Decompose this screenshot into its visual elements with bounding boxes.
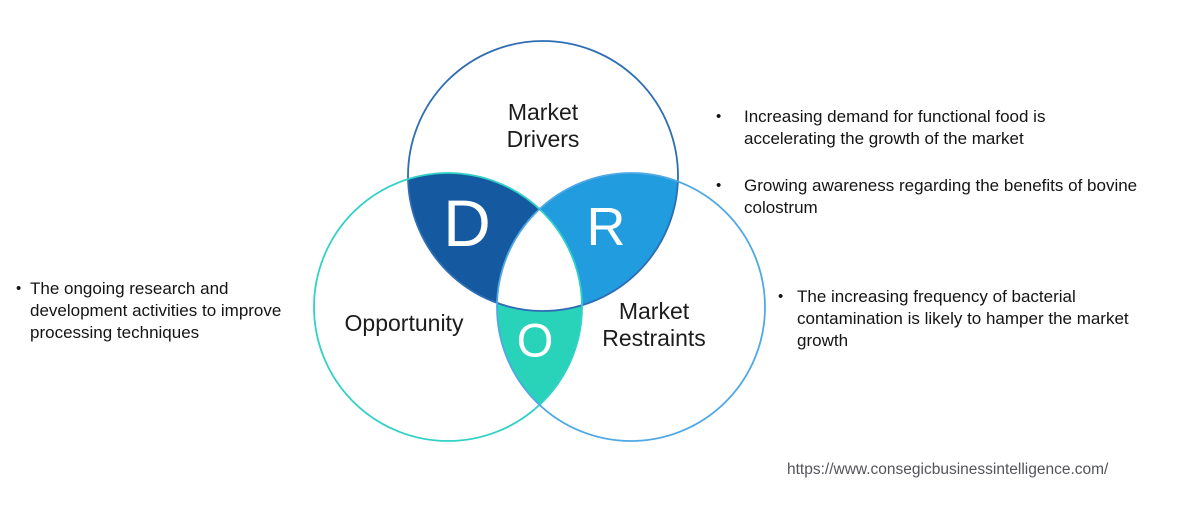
restraints-label-line2: Restraints — [602, 325, 706, 351]
bullet-driver-2-text: Growing awareness regarding the benefits… — [744, 176, 1138, 217]
bullet-driver-1: • Increasing demand for functional food … — [716, 106, 1104, 150]
bullet-dot: • — [778, 288, 784, 305]
bullet-dot: • — [16, 280, 22, 297]
bullet-dot: • — [716, 177, 722, 194]
drivers-label-line1: Market — [507, 99, 579, 125]
opportunity-circle-outline — [313, 172, 583, 442]
drivers-circle-label: Market Drivers — [507, 99, 580, 153]
bullet-driver-2: • Growing awareness regarding the benefi… — [716, 175, 1144, 219]
bullet-opportunity-1-text: The ongoing research and development act… — [30, 279, 282, 342]
drivers-circle-outline — [407, 40, 679, 312]
source-url: https://www.consegicbusinessintelligence… — [787, 461, 1109, 478]
opportunity-circle-label: Opportunity — [345, 310, 464, 337]
bullet-dot: • — [716, 108, 722, 125]
bullet-restraint-1-text: The increasing frequency of bacterial co… — [797, 287, 1129, 350]
restraints-circle-label: Market Restraints — [602, 298, 706, 352]
drivers-letter: D — [443, 186, 491, 260]
bullet-driver-1-text: Increasing demand for functional food is… — [744, 107, 1046, 148]
opportunity-label-line1: Opportunity — [344, 310, 464, 336]
restraints-label-line1: Market — [618, 298, 690, 324]
restraints-letter: R — [586, 197, 626, 257]
opportunity-letter: O — [516, 313, 554, 367]
restraints-circle-outline — [496, 172, 766, 442]
bullet-opportunity-1: • The ongoing research and development a… — [16, 278, 295, 344]
drivers-label-line2: Drivers — [506, 126, 580, 152]
bullet-restraint-1: • The increasing frequency of bacterial … — [778, 286, 1142, 352]
